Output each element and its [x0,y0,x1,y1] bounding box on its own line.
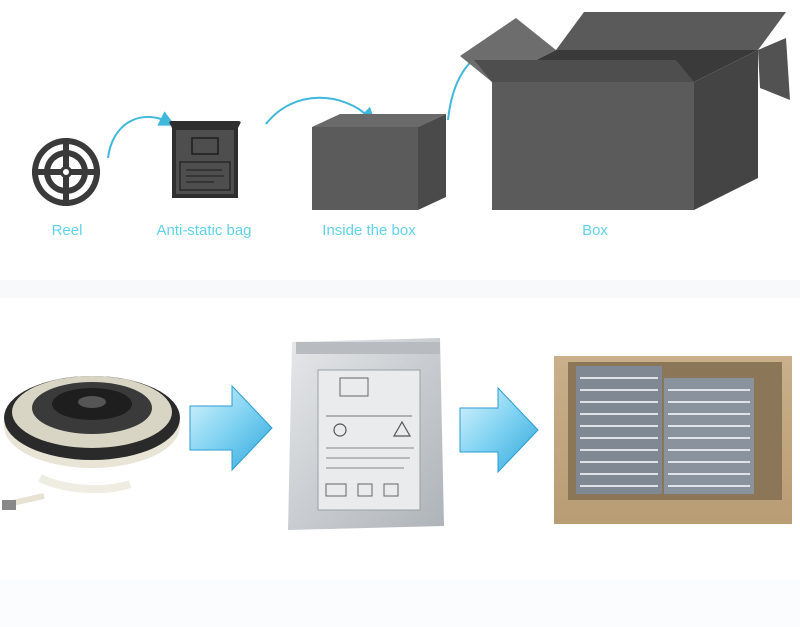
photo-arrow-1 [189,384,273,472]
carton-with-bags-photo [554,356,792,524]
anti-static-bag-photo [288,338,444,530]
photo-arrow-2 [459,386,539,474]
open-box-icon [460,12,790,210]
inner-box-icon [312,114,446,210]
step-label-box: Box [582,222,608,239]
step-label-anti-static-bag: Anti-static bag [156,222,252,239]
reel-icon [32,138,100,206]
packaging-steps-diagram [32,12,790,210]
flow-arrow-2 [265,96,376,125]
panel-divider [0,280,800,298]
step-label-reel: Reel [51,222,83,239]
packaging-photos [2,338,792,530]
anti-static-bag-icon [169,121,241,198]
footer-strip [0,580,800,627]
flow-arrow-1 [107,111,176,159]
step-label-inside-the-box: Inside the box [322,222,416,239]
led-strip-reel-photo [2,376,180,510]
